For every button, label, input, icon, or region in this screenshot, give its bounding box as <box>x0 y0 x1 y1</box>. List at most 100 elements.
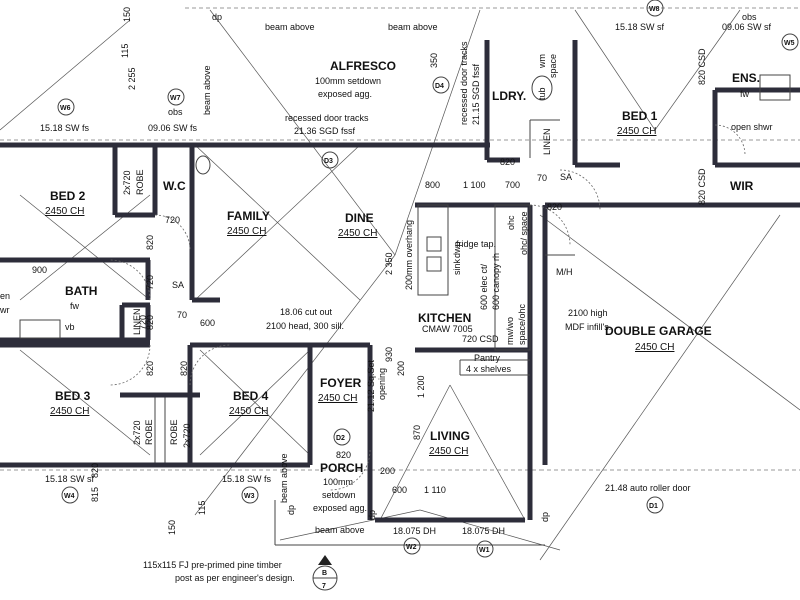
note-sa-2: SA <box>560 172 572 182</box>
note-csd-2: 820 CSD <box>697 168 707 205</box>
note-sw-1518-top: 15.18 SW sf <box>615 22 665 32</box>
note-sw-906-top: 09.06 SW sf <box>722 22 772 32</box>
note-wr: wr <box>0 305 10 315</box>
bed4-ch: 2450 CH <box>229 406 268 417</box>
note-wm: wm <box>537 54 547 69</box>
note-dp-bot-1: dp <box>286 505 296 515</box>
note-cut-out: 18.06 cut out <box>280 307 333 317</box>
note-dwp: dwp <box>452 241 462 258</box>
note-2x720-b: 2x720 <box>132 420 142 445</box>
note-2x720-c: 2x720 <box>182 423 192 448</box>
note-beam-2: beam above <box>388 22 438 32</box>
fixtures <box>19 74 791 339</box>
note-2x720-a: 2x720 <box>122 170 132 195</box>
note-sw-bot-left: 15.18 SW sf <box>45 474 95 484</box>
dim-800: 800 <box>425 180 440 190</box>
garage-label: DOUBLE GARAGE <box>605 324 712 338</box>
note-post-2: post as per engineer's design. <box>175 573 295 583</box>
note-recessed-2b: 21.15 SGD fssf <box>471 63 481 125</box>
dim-820g: 820 <box>90 463 100 478</box>
dine-ch: 2450 CH <box>338 228 377 239</box>
note-mdf-1: 2100 high <box>568 308 608 318</box>
note-csd-1: 820 CSD <box>697 48 707 85</box>
wir-label: WIR <box>730 179 754 193</box>
note-pantry: Pantry <box>474 353 501 363</box>
dim-1200: 1 200 <box>416 375 426 398</box>
note-sink: sink <box>452 258 462 275</box>
note-beam-porch: beam above <box>279 453 289 503</box>
alfresco-label: ALFRESCO <box>330 59 396 73</box>
note-ohc-1: ohc <box>506 215 516 230</box>
note-recessed-1b: 21.36 SGD fssf <box>294 126 356 136</box>
foyer-label: FOYER <box>320 376 362 390</box>
tag-b: B <box>322 570 327 577</box>
tag-7: 7 <box>322 583 326 590</box>
dim-820f: 820 <box>336 450 351 460</box>
room-labels: ALFRESCO 100mm setdown exposed agg. LDRY… <box>45 59 760 513</box>
tag-w6: W6 <box>60 105 71 112</box>
note-robe-1: ROBE <box>135 169 145 195</box>
section-marker <box>312 555 338 591</box>
dim-815: 815 <box>90 487 100 502</box>
bed1-label: BED 1 <box>622 109 658 123</box>
porch-note-2: setdown <box>322 490 356 500</box>
note-elec: 600 elec ct/ <box>479 263 489 310</box>
note-fs-1518: 15.18 SW fs <box>40 123 90 133</box>
tag-w1: W1 <box>479 547 490 554</box>
dim-350: 350 <box>429 53 439 68</box>
dim-870: 870 <box>412 425 422 440</box>
tag-w8: W8 <box>649 6 660 13</box>
tag-d3: D3 <box>324 158 333 165</box>
note-fw-1: fw <box>740 89 750 99</box>
dim-820h: 820 <box>145 315 155 330</box>
note-shelves: 4 x shelves <box>466 364 512 374</box>
walls <box>0 40 800 523</box>
tag-w5: W5 <box>784 40 795 47</box>
note-open-shwr: open shwr <box>731 122 773 132</box>
note-post-1: 115x115 FJ pre-primed pine timber <box>143 560 282 570</box>
dim-720c: 720 <box>138 315 148 330</box>
note-space: space <box>548 54 558 78</box>
note-robe-2: ROBE <box>144 419 154 445</box>
tag-circles <box>57 0 799 558</box>
vanity-icon <box>759 74 791 101</box>
plan-notes: dp beam above beam above beam above 15.1… <box>0 12 773 583</box>
kitchen-label: KITCHEN <box>418 311 471 325</box>
note-obs-left: obs <box>168 107 183 117</box>
note-csd-3: 720 CSD <box>462 334 499 344</box>
kitchen-cmaw: CMAW 7005 <box>422 324 473 334</box>
porch-label: PORCH <box>320 461 363 475</box>
note-space-ohc: space/ohc <box>517 303 527 345</box>
dim-150b: 150 <box>167 520 177 535</box>
toilet-icon <box>195 155 211 175</box>
note-overhang: 200mm overhang <box>404 220 414 290</box>
tag-w2: W2 <box>406 544 417 551</box>
note-vb: vb <box>65 322 75 332</box>
note-head-sill: 2100 head, 300 sill. <box>266 321 344 331</box>
roof-lines <box>0 9 800 561</box>
ens-label: ENS. <box>732 71 760 85</box>
tag-w4: W4 <box>64 493 75 500</box>
dim-900: 900 <box>32 265 47 275</box>
dine-label: DINE <box>345 211 374 225</box>
note-sa-1: SA <box>172 280 184 290</box>
dim-70a: 70 <box>537 173 547 183</box>
dim-820a: 820 <box>500 157 515 167</box>
note-opening: opening <box>377 368 387 400</box>
tag-d4: D4 <box>435 83 444 90</box>
note-linen-1: LINEN <box>542 128 552 155</box>
dim-200b: 200 <box>380 466 395 476</box>
note-sq-set: 21.12 Sq.Set <box>366 359 376 412</box>
dim-115b: 115 <box>197 501 207 515</box>
note-dh-1: 18.075 DH <box>393 526 436 536</box>
living-label: LIVING <box>430 429 470 443</box>
note-canopy: 600 canopy rh <box>491 253 501 310</box>
dim-820e: 820 <box>179 361 189 376</box>
dim-600b: 600 <box>392 485 407 495</box>
family-label: FAMILY <box>227 209 270 223</box>
bath-label: BATH <box>65 284 97 298</box>
note-fs-906: 09.06 SW fs <box>148 123 198 133</box>
note-sw-bot-mid: 15.18 SW fs <box>222 474 272 484</box>
note-recessed-1: recessed door tracks <box>285 113 369 123</box>
